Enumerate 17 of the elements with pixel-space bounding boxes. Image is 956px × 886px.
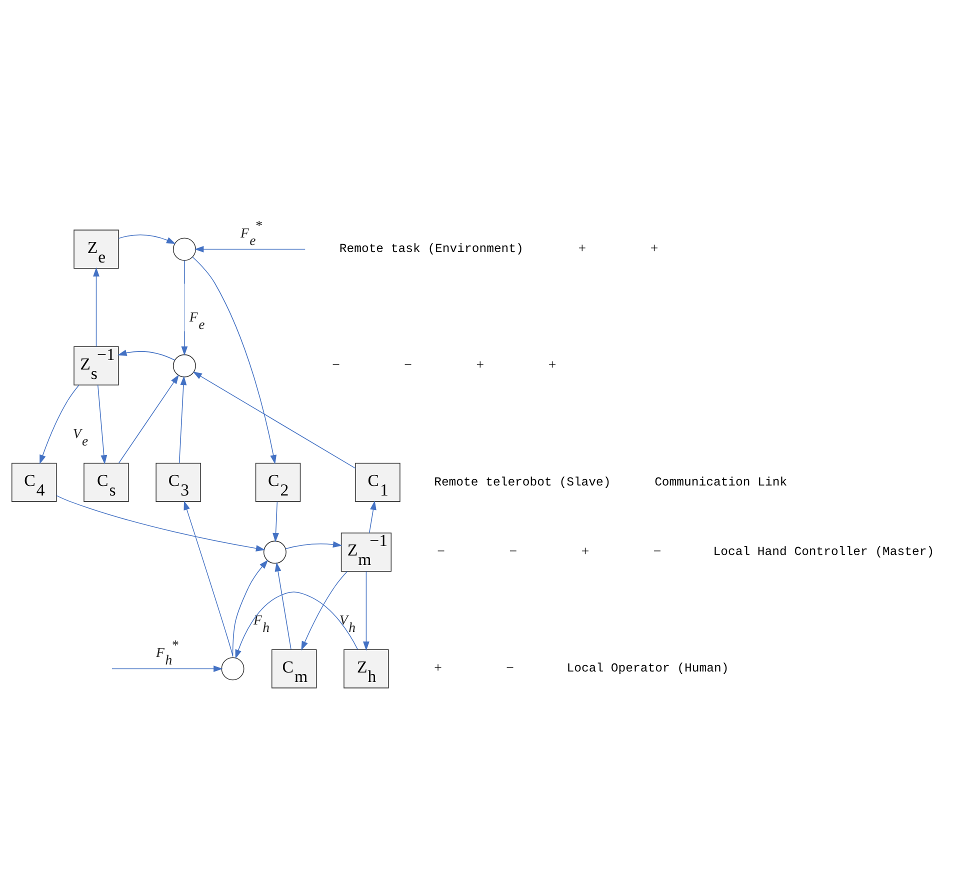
label: − <box>437 544 445 559</box>
label: − <box>653 544 662 559</box>
label: + <box>578 240 586 256</box>
label: + <box>581 544 590 559</box>
label: − <box>404 357 412 372</box>
label: + <box>434 660 442 676</box>
label: + <box>548 357 556 372</box>
label: Remote telerobot (Slave) <box>434 475 611 490</box>
label: − <box>332 357 340 372</box>
label: Communication Link <box>654 475 788 490</box>
label: − <box>506 660 514 676</box>
label: Local Hand Controller (Master) <box>713 545 934 560</box>
label: Local Operator (Human) <box>566 662 729 676</box>
label: − <box>509 544 518 559</box>
label: Remote task (Environment) <box>339 242 524 256</box>
label: + <box>476 357 484 372</box>
label: + <box>650 240 658 256</box>
